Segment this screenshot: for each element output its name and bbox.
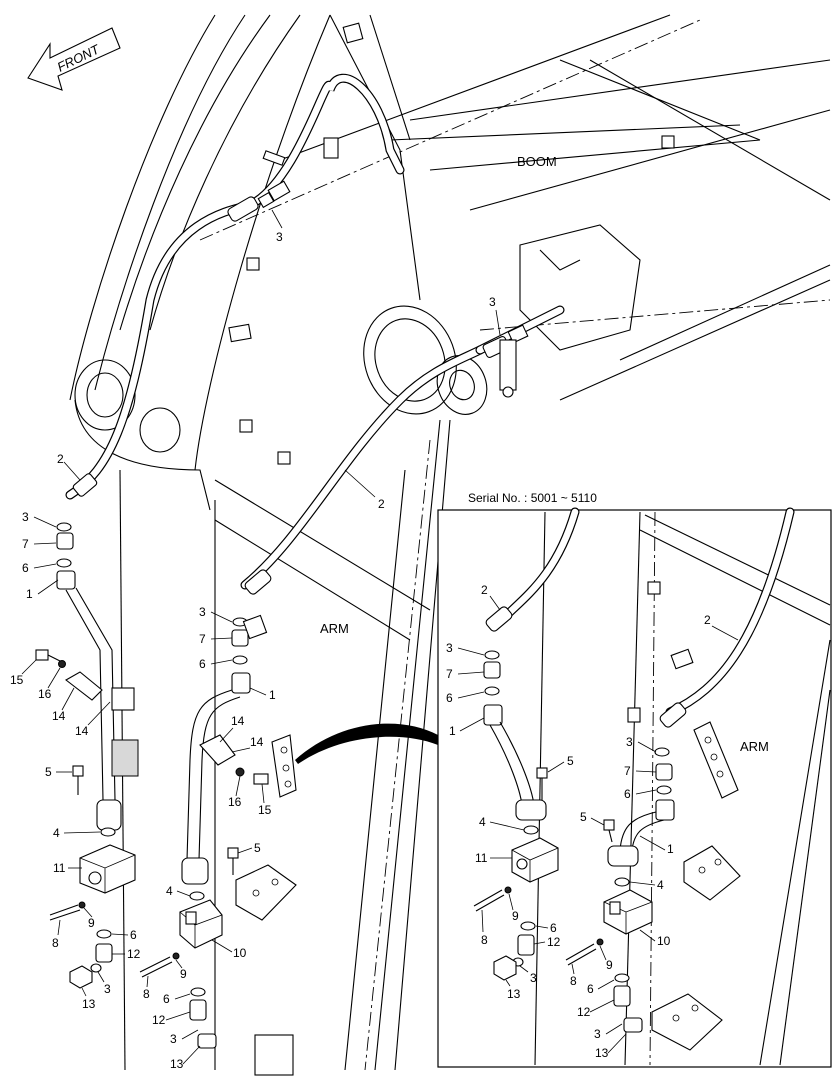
callout-label: 6 — [199, 657, 206, 671]
callout-label: 11 — [53, 861, 66, 875]
callout-label: 9 — [606, 958, 613, 972]
callout-label: 9 — [88, 916, 95, 930]
callout-label: 6 — [130, 928, 137, 942]
front-arrow-icon: FRONT — [27, 27, 121, 91]
callout-label: 14 — [75, 724, 89, 738]
callout-label: 6 — [624, 787, 631, 801]
callout-label: 9 — [512, 909, 519, 923]
callout-label: 13 — [82, 997, 96, 1011]
inset-arm-label: ARM — [740, 739, 769, 754]
callout-label: 7 — [22, 537, 29, 551]
callout-label: 11 — [475, 851, 488, 865]
callout-label: 5 — [567, 754, 574, 768]
callout-label: 3 — [626, 735, 633, 749]
callout-label: 12 — [152, 1013, 166, 1027]
callout-label: 6 — [22, 561, 29, 575]
callout-label: 8 — [143, 987, 150, 1001]
hose-assembly-left — [65, 73, 405, 500]
hose-assembly-right — [240, 305, 565, 595]
callout-label: 3 — [22, 510, 29, 524]
callout-label: 2 — [481, 583, 488, 597]
callout-label: 5 — [45, 765, 52, 779]
callout-label: 13 — [170, 1057, 184, 1071]
callout-label: 13 — [507, 987, 521, 1001]
arm-structure — [119, 419, 451, 1076]
callout-label: 14 — [231, 714, 245, 728]
callout-label: 1 — [449, 724, 456, 738]
callout-label: 3 — [276, 230, 283, 244]
callout-label: 6 — [163, 992, 170, 1006]
callout-label: 3 — [446, 641, 453, 655]
callout-label: 1 — [26, 587, 33, 601]
callout-label: 3 — [594, 1027, 601, 1041]
callout-label: 6 — [446, 691, 453, 705]
callout-label: 14 — [250, 735, 264, 749]
callout-label: 15 — [258, 803, 272, 817]
boom-label: BOOM — [517, 154, 557, 169]
callout-label: 4 — [166, 884, 173, 898]
callout-label: 14 — [52, 709, 66, 723]
callout-label: 12 — [127, 947, 141, 961]
callout-labels-main: 3 3 2 2 3 7 6 1 15 16 14 14 5 4 11 8 9 6… — [10, 209, 501, 1071]
callout-label: 6 — [550, 921, 557, 935]
callout-label: 8 — [570, 974, 577, 988]
callout-label: 16 — [38, 687, 52, 701]
inset-pointer — [295, 723, 438, 764]
arm-label: ARM — [320, 621, 349, 636]
inset-panel: Serial No. : 5001 ~ 5110 ARM 2 3 7 6 1 5… — [437, 491, 832, 1068]
callout-label: 12 — [547, 935, 561, 949]
callout-label: 3 — [170, 1032, 177, 1046]
callout-label: 3 — [199, 605, 206, 619]
callout-label: 5 — [254, 841, 261, 855]
callout-label: 4 — [53, 826, 60, 840]
callout-label: 12 — [577, 1005, 591, 1019]
callout-label: 10 — [233, 946, 247, 960]
callout-label: 3 — [530, 971, 537, 985]
callout-label: 5 — [580, 810, 587, 824]
callout-label: 7 — [199, 632, 206, 646]
boom-structure — [69, 14, 831, 511]
callout-label: 16 — [228, 795, 242, 809]
callout-label: 10 — [657, 934, 671, 948]
callout-label: 3 — [489, 295, 496, 309]
serial-number-label: Serial No. : 5001 ~ 5110 — [468, 491, 597, 505]
callout-label: 2 — [57, 452, 64, 466]
callout-label: 4 — [657, 878, 664, 892]
pipe-assembly-left — [35, 522, 139, 989]
callout-label: 6 — [587, 982, 594, 996]
callout-label: 2 — [378, 497, 385, 511]
callout-label: 8 — [481, 933, 488, 947]
callout-label: 1 — [667, 842, 674, 856]
callout-label: 8 — [52, 936, 59, 950]
callout-label: 7 — [624, 764, 631, 778]
callout-label: 13 — [595, 1046, 609, 1060]
callout-label: 2 — [704, 613, 711, 627]
callout-label: 3 — [104, 982, 111, 996]
callout-label: 9 — [180, 967, 187, 981]
callout-label: 15 — [10, 673, 24, 687]
callout-label: 1 — [269, 688, 276, 702]
callout-label: 4 — [479, 815, 486, 829]
callout-label: 7 — [446, 667, 453, 681]
pipe-assembly-right — [139, 614, 297, 1049]
